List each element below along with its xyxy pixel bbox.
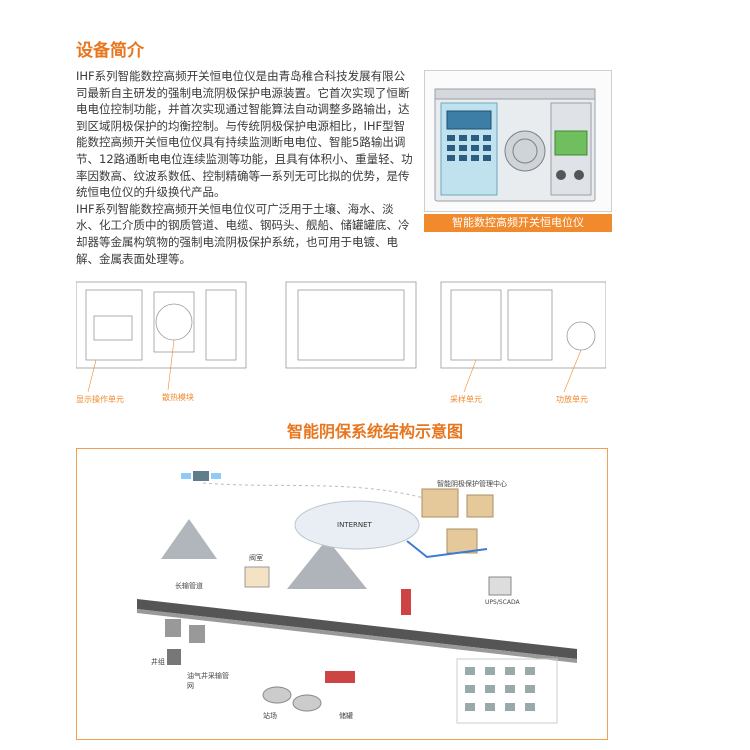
diagram-label-center: 智能阴极保护管理中心 xyxy=(437,480,507,488)
drawing-label-power: 采样单元 xyxy=(450,395,482,404)
intro-text: IHF系列智能数控高频开关恒电位仪是由青岛稚合科技发展有限公司最新自主研发的强制… xyxy=(76,68,416,267)
satellite-icon xyxy=(181,471,221,481)
system-diagram: 智能阴极保护管理中心 INTERNET 长输管道 阀室 井组 储罐 油气井采输管… xyxy=(76,448,608,740)
technical-drawings: 显示操作单元 散热模块 采样单元 功放单元 xyxy=(75,276,607,406)
drawing-label-panel: 显示操作单元 xyxy=(76,395,124,404)
photo-caption: 智能数控高频开关恒电位仪 xyxy=(424,214,612,232)
section-title: 设备简介 xyxy=(76,41,144,61)
diagram-label-oil: 油气井采输管网 xyxy=(187,672,229,690)
intro-paragraph-1: IHF系列智能数控高频开关恒电位仪是由青岛稚合科技发展有限公司最新自主研发的强制… xyxy=(76,69,413,200)
mountain-icon xyxy=(161,519,367,589)
device-illustration xyxy=(434,88,596,202)
legend-box xyxy=(456,658,558,724)
diagram-svg xyxy=(137,471,577,724)
diagram-label-tank: 储罐 xyxy=(339,712,353,720)
intro-paragraph-2: IHF系列智能数控高频开关恒电位仪可广泛用于土壤、海水、淡水、化工介质中的钢质管… xyxy=(76,201,410,266)
diagram-label-well: 井组 xyxy=(151,658,165,666)
station-icon xyxy=(244,566,411,615)
diagram-title: 智能阴保系统结构示意图 xyxy=(286,422,463,441)
pump-icon xyxy=(165,619,205,665)
diagram-label-pump: 站场 xyxy=(263,712,277,720)
diagram-label-internet: INTERNET xyxy=(337,521,372,529)
diagram-label-station: 阀室 xyxy=(249,554,263,562)
diagram-label-pipeline: 长输管道 xyxy=(175,582,203,590)
internet-cloud-icon xyxy=(294,500,420,550)
drawing-label-fan: 散热模块 xyxy=(162,393,194,402)
server-icon xyxy=(421,488,494,554)
ups-icon xyxy=(488,576,512,596)
product-photo xyxy=(424,70,612,212)
drawing-label-output: 功放单元 xyxy=(556,395,588,404)
tank-icon xyxy=(262,671,355,712)
drawings-svg xyxy=(75,281,607,393)
diagram-label-ups: UPS/SCADA xyxy=(485,599,520,606)
